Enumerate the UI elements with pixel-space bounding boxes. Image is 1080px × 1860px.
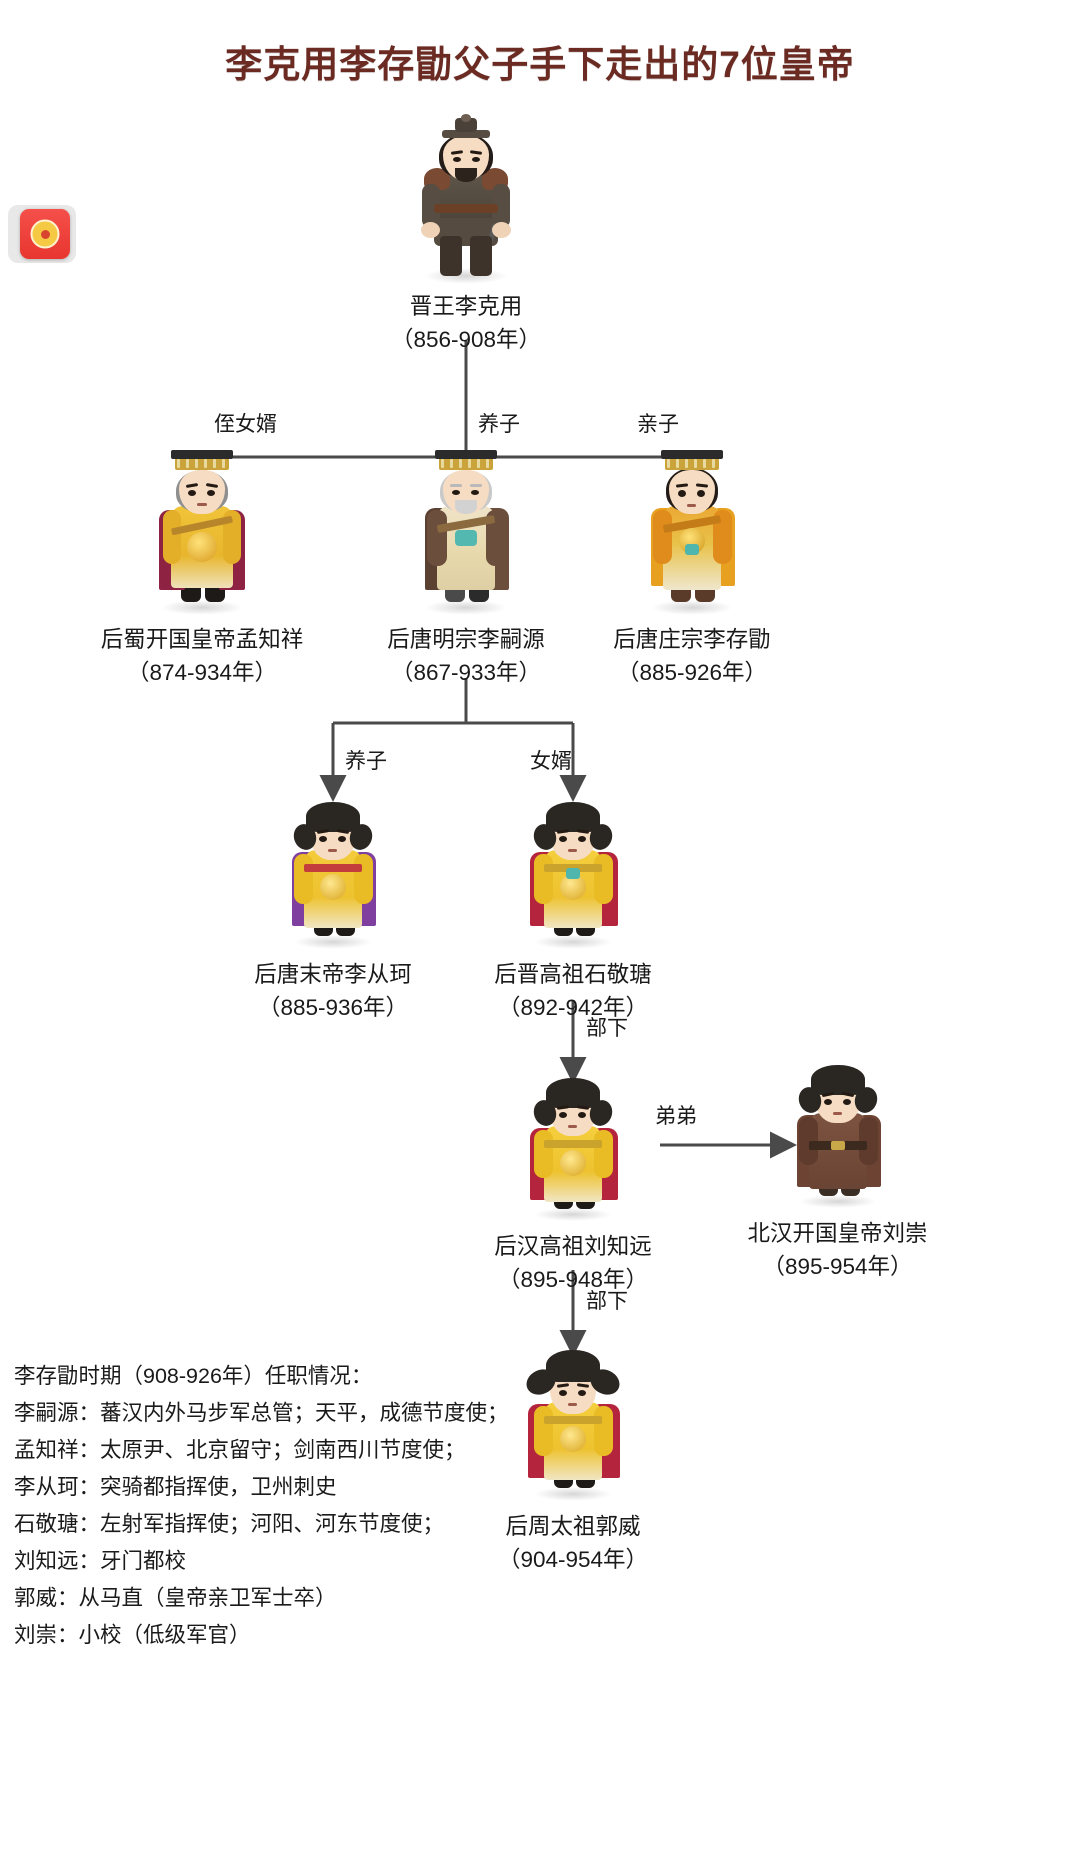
node-liuzhiyuan[interactable]: 后汉高祖刘知远 （895-948年） (453, 1068, 693, 1296)
figure-shijingtang (508, 790, 638, 949)
note-line-2: 孟知祥：太原尹、北京留守；剑南西川节度使； (14, 1438, 466, 1462)
node-lisiyuan-dates: （867-933年） (390, 660, 542, 685)
note-block: 李存勖时期（908-926年）任职情况： 李嗣源：蕃汉内外马步军总管；天平，成德… (14, 1358, 574, 1654)
node-lisiyuan-name: 后唐明宗李嗣源 (387, 627, 545, 652)
node-liuchong[interactable]: 北汉开国皇帝刘崇 （895-954年） (700, 1055, 975, 1283)
node-lisiyuan[interactable]: 后唐明宗李嗣源 （867-933年） (346, 448, 586, 689)
note-line-6: 郭威：从马直（皇帝亲卫军士卒） (14, 1586, 337, 1610)
node-guowei-name: 后周太祖郭威 (505, 1514, 641, 1539)
figure-liuchong (773, 1055, 903, 1208)
node-liuzhiyuan-dates: （895-948年） (497, 1267, 649, 1292)
node-licongke-name: 后唐末帝李从珂 (254, 962, 412, 987)
node-guowei[interactable]: 后周太祖郭威 （904-954年） (453, 1342, 693, 1576)
note-heading: 李存勖时期（908-926年）任职情况： (14, 1364, 373, 1388)
coin-icon (30, 219, 60, 249)
note-line-1: 李嗣源：蕃汉内外马步军总管；天平，成德节度使； (14, 1401, 509, 1425)
node-mengzhixiang-name: 后蜀开国皇帝孟知祥 (100, 627, 304, 652)
node-licunxu-dates: （885-926年） (616, 660, 768, 685)
figure-licunxu (627, 448, 757, 615)
node-shijingtang-dates: （892-942年） (497, 995, 649, 1020)
figure-liuzhiyuan (508, 1068, 638, 1221)
edge-label-e5: 女婿 (530, 750, 572, 773)
page-title: 李克用李存勖父子手下走出的7位皇帝 (225, 44, 855, 85)
figure-guowei (508, 1342, 638, 1501)
figure-lisiyuan (401, 448, 531, 615)
edge-label-e7: 弟弟 (655, 1105, 697, 1128)
red-packet-icon[interactable] (20, 209, 70, 259)
red-packet-badge[interactable] (8, 205, 76, 263)
node-liuchong-name: 北汉开国皇帝刘崇 (747, 1221, 928, 1246)
figure-likeyong (406, 114, 526, 284)
edge-label-e3: 亲子 (637, 413, 679, 436)
node-guowei-dates: （904-954年） (497, 1547, 649, 1572)
figure-licongke (268, 790, 398, 949)
edge-label-e1: 侄女婿 (214, 413, 277, 436)
note-line-3: 李从珂：突骑都指挥使，卫州刺史 (14, 1475, 337, 1499)
node-mengzhixiang[interactable]: 后蜀开国皇帝孟知祥 （874-934年） (82, 448, 322, 689)
figure-mengzhixiang (137, 448, 267, 615)
edge-label-e8: 部下 (586, 1290, 628, 1313)
node-licunxu[interactable]: 后唐庄宗李存勖 （885-926年） (572, 448, 812, 689)
node-likeyong[interactable]: 晋王李克用 （856-908年） (346, 114, 586, 356)
node-mengzhixiang-dates: （874-934年） (126, 660, 278, 685)
note-line-7: 刘崇：小校（低级军官） (14, 1623, 251, 1647)
node-likeyong-name: 晋王李克用 (409, 294, 523, 319)
edge-label-e6: 部下 (586, 1017, 628, 1040)
node-licongke[interactable]: 后唐末帝李从珂 （885-936年） (213, 790, 453, 1024)
node-likeyong-dates: （856-908年） (390, 327, 542, 352)
node-liuchong-dates: （895-954年） (762, 1254, 913, 1279)
node-liuzhiyuan-name: 后汉高祖刘知远 (494, 1234, 652, 1259)
node-shijingtang-name: 后晋高祖石敬瑭 (494, 962, 652, 987)
node-licongke-dates: （885-936年） (257, 995, 409, 1020)
edge-label-e4: 养子 (345, 750, 387, 773)
node-shijingtang[interactable]: 后晋高祖石敬瑭 （892-942年） (453, 790, 693, 1024)
note-line-5: 刘知远：牙门都校 (14, 1549, 187, 1573)
edge-label-e2: 养子 (478, 413, 520, 436)
note-line-4: 石敬瑭：左射军指挥使；河阳、河东节度使； (14, 1512, 445, 1536)
node-licunxu-name: 后唐庄宗李存勖 (613, 627, 771, 652)
